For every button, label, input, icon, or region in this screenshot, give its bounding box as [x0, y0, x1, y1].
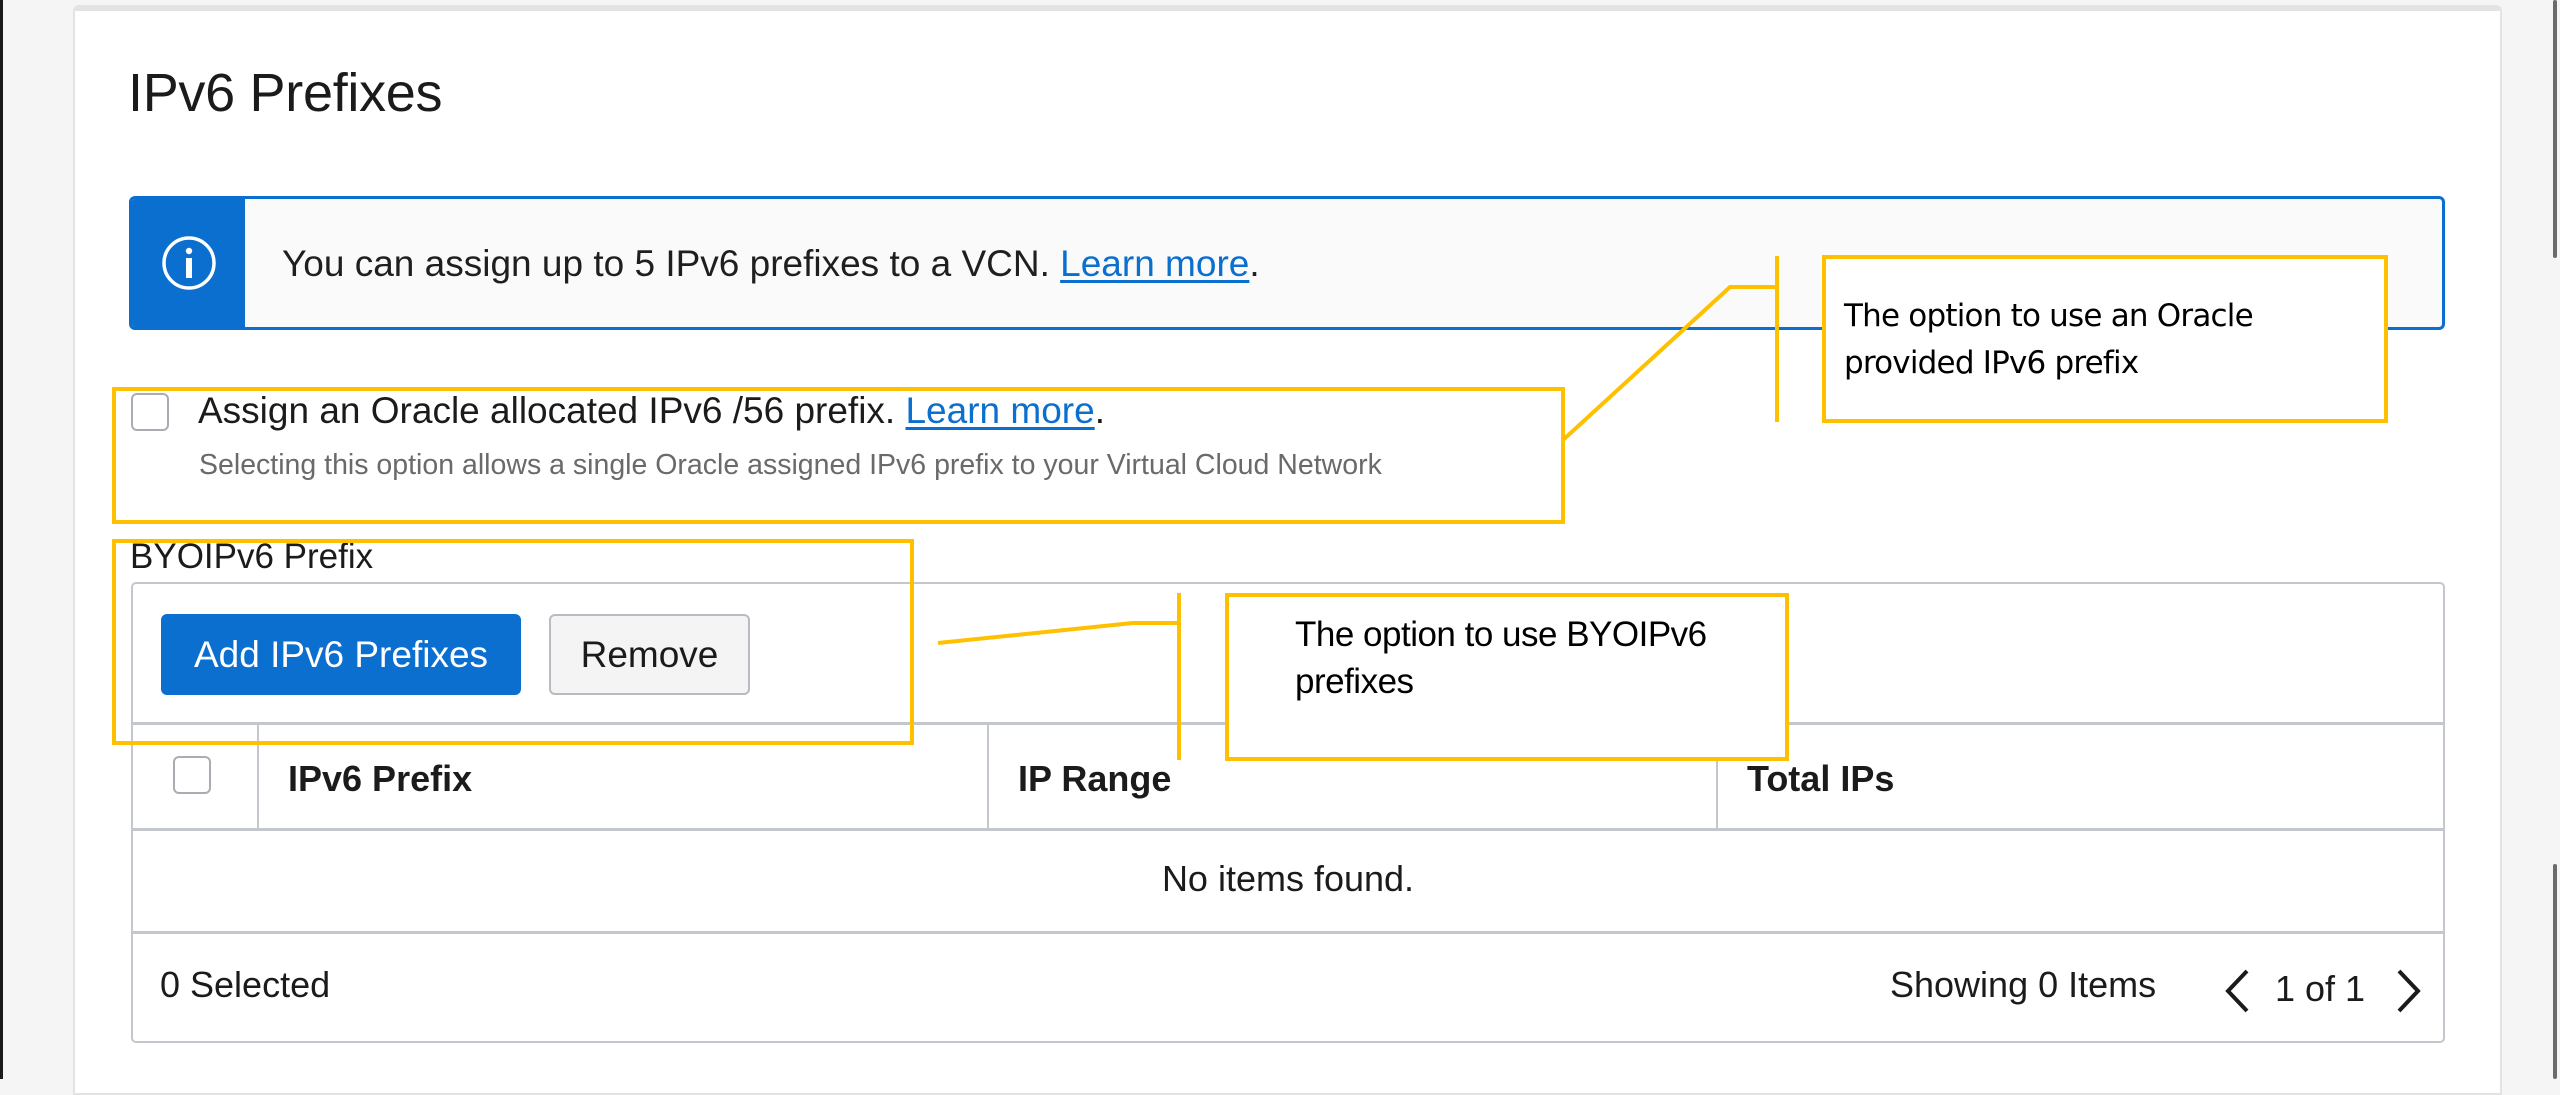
header-bottom-divider: [133, 828, 2443, 831]
column-divider: [1716, 724, 1718, 828]
chevron-right-icon: [2397, 969, 2421, 1013]
select-all-checkbox[interactable]: [173, 756, 211, 794]
oracle-learn-more-link[interactable]: Learn more: [905, 390, 1095, 431]
footer-divider: [133, 931, 2443, 934]
oracle-allocated-label-text: Assign an Oracle allocated IPv6 /56 pref…: [198, 390, 906, 431]
annotation-highlight-oracle-option: [112, 387, 1565, 524]
annotation-line: The option to use BYOIPv6: [1295, 615, 1707, 654]
page-indicator: 1 of 1: [2275, 968, 2366, 1009]
annotation-callout-oracle-text: The option to use an Oracle provided IPv…: [1844, 293, 2254, 387]
remove-button[interactable]: Remove: [549, 614, 750, 695]
scrollbar-track-segment[interactable]: [2553, 864, 2557, 1079]
next-page-button[interactable]: [2395, 966, 2423, 1016]
selected-count: 0 Selected: [160, 964, 331, 1005]
window-edge: [0, 0, 3, 1079]
chevron-left-icon: [2225, 969, 2249, 1013]
annotation-callout-oracle: The option to use an Oracle provided IPv…: [1822, 255, 2388, 423]
column-header-total-ips[interactable]: Total IPs: [1747, 758, 1895, 799]
info-banner-side: [132, 199, 245, 327]
annotation-line: The option to use an Oracle: [1844, 298, 2254, 334]
oracle-allocated-checkbox[interactable]: [131, 393, 169, 431]
oracle-allocated-help-text: Selecting this option allows a single Or…: [199, 449, 1382, 481]
byoipv6-section-label: BYOIPv6 Prefix: [130, 537, 374, 576]
annotation-highlight-byoipv6-toolbar: [112, 539, 914, 745]
annotation-line: provided IPv6 prefix: [1844, 345, 2139, 381]
empty-table-message: No items found.: [1161, 858, 1415, 899]
info-learn-more-link[interactable]: Learn more: [1060, 243, 1250, 284]
column-header-ipv6-prefix[interactable]: IPv6 Prefix: [288, 758, 473, 799]
oracle-label-suffix: .: [1094, 390, 1105, 431]
annotation-line: prefixes: [1295, 662, 1414, 701]
previous-page-button[interactable]: [2223, 966, 2251, 1016]
annotation-callout-byoipv6-text: The option to use BYOIPv6 prefixes: [1295, 611, 1707, 705]
page-title: IPv6 Prefixes: [128, 63, 443, 123]
add-ipv6-prefixes-button[interactable]: Add IPv6 Prefixes: [161, 614, 521, 695]
oracle-allocated-label[interactable]: Assign an Oracle allocated IPv6 /56 pref…: [198, 390, 1105, 432]
info-icon: [161, 236, 216, 290]
info-banner: You can assign up to 5 IPv6 prefixes to …: [129, 196, 2445, 330]
scrollbar-thumb[interactable]: [2553, 0, 2557, 258]
column-divider: [257, 724, 259, 828]
column-header-ip-range[interactable]: IP Range: [1018, 758, 1172, 799]
info-banner-message: You can assign up to 5 IPv6 prefixes to …: [282, 243, 1061, 284]
showing-items-count: Showing 0 Items: [1890, 964, 2157, 1005]
annotation-callout-byoipv6: The option to use BYOIPv6 prefixes: [1225, 593, 1789, 761]
info-banner-text: You can assign up to 5 IPv6 prefixes to …: [282, 243, 1260, 285]
column-divider: [987, 724, 989, 828]
info-banner-suffix: .: [1249, 243, 1260, 284]
